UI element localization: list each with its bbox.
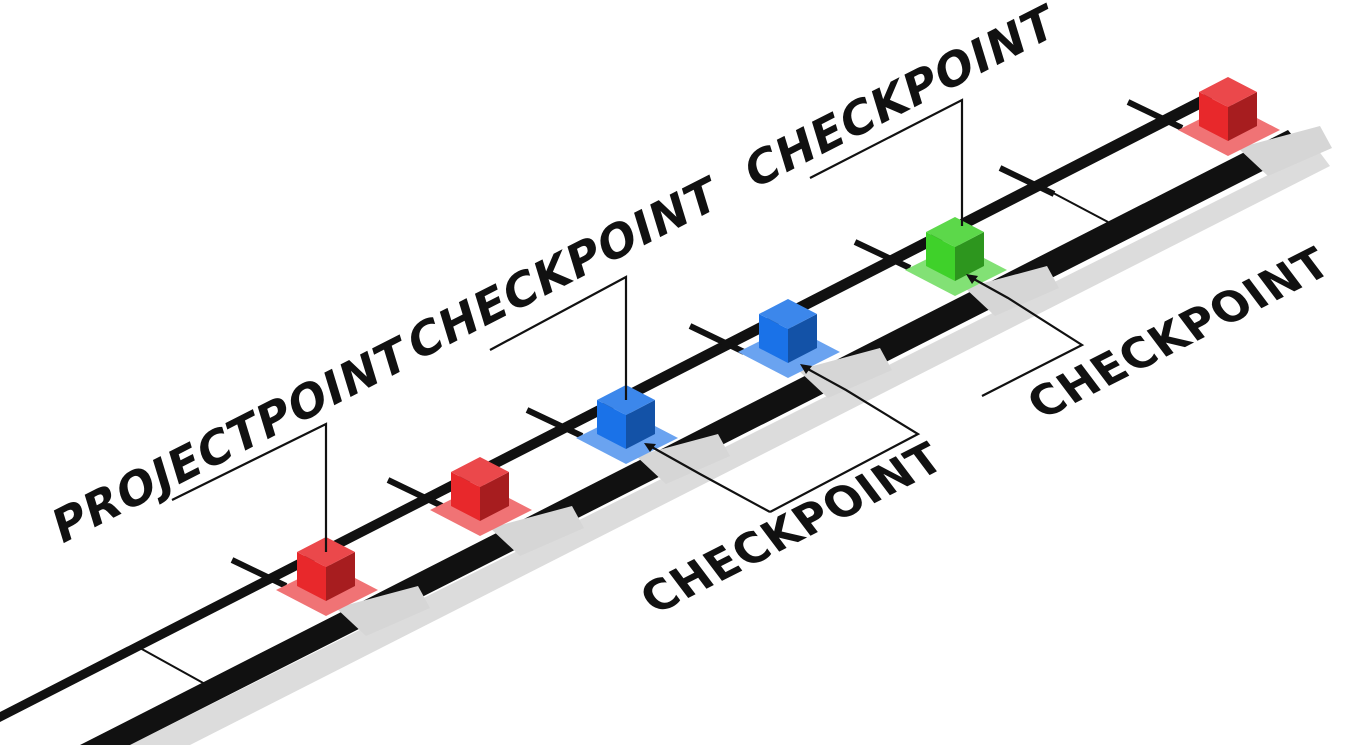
tick-mark xyxy=(230,557,288,589)
marker-cube-right xyxy=(626,400,655,449)
tick-mark xyxy=(998,165,1056,197)
tick-mark xyxy=(853,239,912,271)
marker-cube-right xyxy=(788,314,817,363)
marker-cube-left xyxy=(451,472,480,521)
marker-cube-left xyxy=(926,232,955,281)
rail-shadow xyxy=(130,150,1330,745)
tick-mark xyxy=(386,477,444,509)
tick-mark xyxy=(688,323,746,355)
marker-5 xyxy=(905,217,1059,316)
marker-cube-top xyxy=(759,299,817,329)
marker-2 xyxy=(430,457,584,556)
marker-cube-top xyxy=(451,457,509,487)
leader-checkpoint-lower-2 xyxy=(971,277,1085,397)
markers xyxy=(276,77,1332,636)
marker-cube-left xyxy=(759,314,788,363)
leader-lines xyxy=(171,98,1085,552)
leader-checkpoint-lower-1 xyxy=(769,367,921,513)
leader-checkpoint-lower-1b xyxy=(649,445,771,513)
marker-cube-right xyxy=(480,472,509,521)
tick-mark xyxy=(1126,99,1184,131)
marker-cube-top xyxy=(1199,77,1257,107)
label-checkpoint-upper-1: CHECKPOINT xyxy=(402,165,723,373)
marker-shadow xyxy=(1238,126,1332,176)
marker-cube-left xyxy=(297,552,326,601)
marker-cube-right xyxy=(326,552,355,601)
leader-checkpoint-upper-1 xyxy=(489,275,628,400)
leader-arrows xyxy=(644,274,978,452)
leader-checkpoint-upper-2 xyxy=(809,98,964,226)
marker-cube-right xyxy=(955,232,984,281)
rail-ticks xyxy=(230,99,1184,589)
rail-tie xyxy=(139,647,206,685)
marker-6 xyxy=(1178,77,1332,176)
marker-shadow xyxy=(490,506,584,556)
marker-cube-left xyxy=(597,400,626,449)
tick-mark xyxy=(525,407,584,439)
marker-shadow xyxy=(336,586,430,636)
marker-shadow xyxy=(636,434,730,484)
marker-cube-top xyxy=(926,217,984,247)
label-checkpoint-upper-2: CHECKPOINT xyxy=(739,0,1060,201)
label-projectpoint: PROJECTPOINT xyxy=(47,325,414,556)
leader-projectpoint xyxy=(171,422,328,552)
marker-shadow xyxy=(798,348,892,398)
arrow-head xyxy=(966,274,978,284)
arrow-head xyxy=(644,443,656,452)
arrow-head xyxy=(800,364,812,374)
marker-shadow xyxy=(965,266,1059,316)
marker-cube-left xyxy=(1199,92,1228,141)
marker-cube-right xyxy=(1228,92,1257,141)
marker-4 xyxy=(738,299,892,398)
